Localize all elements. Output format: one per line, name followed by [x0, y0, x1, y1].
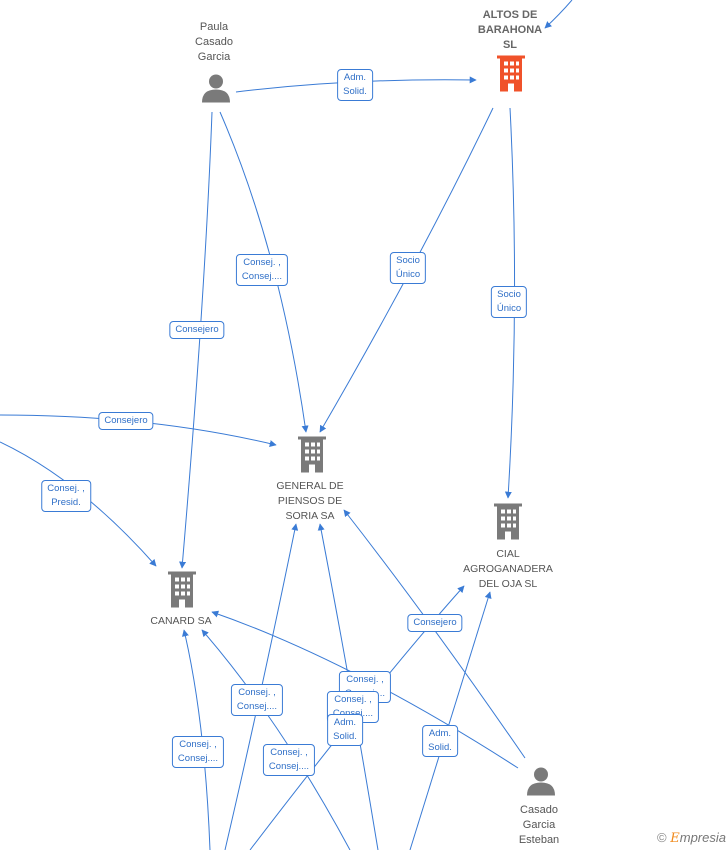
edge-label-consej[interactable]: Consej. , Consej.... — [262, 744, 316, 776]
building-icon[interactable] — [167, 571, 197, 613]
brand-logo-text: mpresia — [679, 830, 726, 845]
edge-paula-canard[interactable] — [179, 111, 213, 569]
copyright-icon: © — [657, 830, 667, 845]
building-icon[interactable] — [493, 503, 523, 545]
building-icon-focus[interactable] — [496, 55, 526, 97]
edge-bottom-canard-2[interactable] — [201, 629, 351, 850]
edge-label-adm-solid[interactable]: Adm. Solid. — [337, 69, 373, 101]
edge-label-adm-solid[interactable]: Adm. Solid. — [422, 725, 458, 757]
brand-logo: © Empresia — [657, 830, 726, 846]
node-label-casado[interactable]: Casado Garcia Esteban — [518, 804, 560, 846]
edge-external-altos[interactable] — [544, 0, 573, 29]
edge-bottom-cial-2[interactable] — [409, 591, 492, 850]
building-icon[interactable] — [297, 436, 327, 478]
edge-label-consejero[interactable]: Consejero — [98, 412, 154, 430]
node-label-paula[interactable]: Paula Casado Garcia — [195, 21, 233, 63]
edge-label-socio-unico[interactable]: Socio Único — [490, 286, 528, 318]
node-label-canard[interactable]: CANARD SA — [150, 615, 212, 627]
node-label-altos[interactable]: ALTOS DE BARAHONA SL — [477, 9, 543, 51]
edge-label-consej[interactable]: Consej. , Consej.... — [235, 254, 289, 286]
person-icon[interactable] — [526, 766, 556, 801]
edge-label-consejero[interactable]: Consejero — [407, 614, 463, 632]
edge-label-consej[interactable]: Consej. , Consej.... — [230, 684, 284, 716]
edges — [0, 0, 573, 850]
edge-label-adm-solid[interactable]: Adm. Solid. — [327, 714, 363, 746]
brand-logo-e: E — [670, 831, 680, 846]
edge-label-consej[interactable]: Consej. , Consej.... — [171, 736, 225, 768]
edge-label-consejero[interactable]: Consejero — [169, 321, 225, 339]
edge-label-consej-presid[interactable]: Consej. , Presid. — [41, 480, 91, 512]
edge-label-socio-unico[interactable]: Socio Único — [389, 252, 427, 284]
node-label-general[interactable]: GENERAL DE PIENSOS DE SORIA SA — [276, 480, 344, 522]
person-icon[interactable] — [201, 73, 231, 108]
edge-bottom-canard-1[interactable] — [182, 629, 211, 850]
node-label-cial[interactable]: CIAL AGROGANADERA DEL OJA SL — [463, 548, 553, 590]
